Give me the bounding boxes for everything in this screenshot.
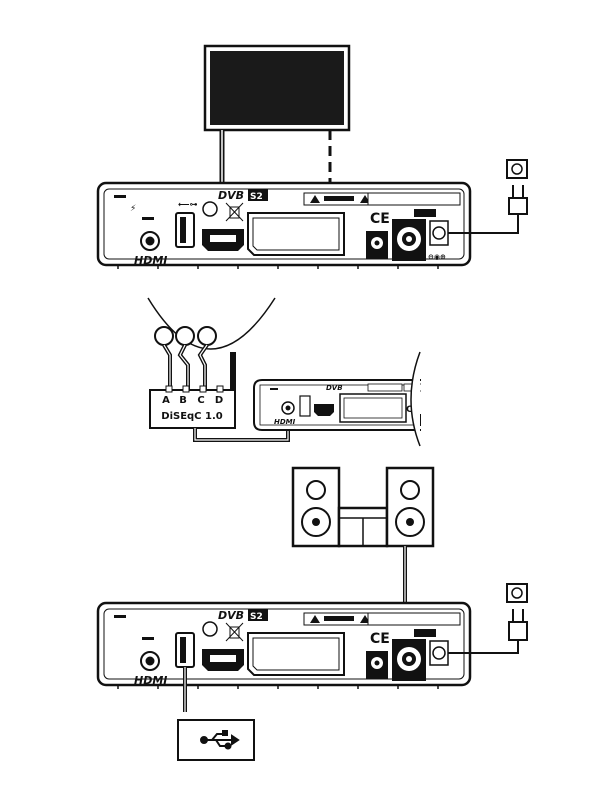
svg-text:HDMI: HDMI bbox=[274, 418, 296, 426]
antenna-in-port-3 bbox=[141, 652, 159, 670]
svg-text:⟵⊶: ⟵⊶ bbox=[178, 200, 197, 209]
diseqc-section: A B C D DiSEqC 1.0 HDMI DVB CE bbox=[148, 298, 441, 450]
usb-device bbox=[178, 720, 254, 760]
svg-text:S2: S2 bbox=[250, 612, 263, 622]
svg-text:HDMI: HDMI bbox=[134, 674, 167, 687]
svg-text:DVB: DVB bbox=[326, 384, 343, 392]
label-box bbox=[368, 193, 460, 205]
svg-text:DVB: DVB bbox=[218, 609, 244, 622]
antenna-in-port bbox=[141, 232, 159, 250]
hifi-speaker-icon bbox=[293, 468, 433, 546]
svg-text:DVB: DVB bbox=[218, 189, 244, 202]
tv-connection-section: ⚡ HDMI ⟵⊶ bbox=[98, 46, 527, 269]
diseqc-port-c: C bbox=[197, 395, 204, 406]
receiver-rear-panel-3: HDMI DVB S2 bbox=[98, 603, 470, 689]
audio-jack-port bbox=[366, 231, 388, 259]
svg-text:⊖◉⊕: ⊖◉⊕ bbox=[428, 253, 446, 261]
dvb-s2-logo: DVB S2 bbox=[218, 189, 268, 202]
diseqc-port-d: D bbox=[215, 395, 223, 406]
svg-text:CE: CE bbox=[370, 631, 390, 647]
antenna-in-port-2 bbox=[282, 402, 294, 414]
power-dc-port: ⊖◉⊕ bbox=[428, 221, 448, 261]
coaxial-port bbox=[392, 219, 426, 261]
usb-port: ⟵⊶ bbox=[176, 200, 197, 247]
tv-icon bbox=[205, 46, 349, 130]
svg-text:S2: S2 bbox=[250, 192, 263, 202]
power-outlet-icon bbox=[507, 160, 527, 178]
diseqc-port-a: A bbox=[162, 395, 170, 406]
hdmi-port-3 bbox=[202, 649, 244, 671]
hdmi-port bbox=[202, 229, 244, 251]
diseqc-label: DiSEqC 1.0 bbox=[161, 411, 222, 422]
svg-text:⚡: ⚡ bbox=[130, 204, 136, 214]
usb-port-3 bbox=[176, 633, 194, 667]
hifi-usb-section: HDMI DVB S2 bbox=[98, 468, 527, 760]
diseqc-switch: A B C D DiSEqC 1.0 bbox=[150, 386, 235, 428]
scart-port bbox=[248, 213, 344, 255]
receiver-rear-panel-1: ⚡ HDMI ⟵⊶ bbox=[98, 183, 470, 269]
diseqc-port-b: B bbox=[179, 395, 187, 406]
lnb-group bbox=[155, 327, 216, 345]
warning-label bbox=[304, 193, 376, 205]
ce-mark-icon: CE bbox=[370, 211, 390, 227]
power-plug-icon bbox=[509, 198, 527, 214]
receiver-rear-panel-2: HDMI DVB CE bbox=[254, 380, 430, 430]
hdmi-logo: HDMI bbox=[134, 254, 167, 267]
earth-symbol-icon bbox=[203, 202, 217, 216]
